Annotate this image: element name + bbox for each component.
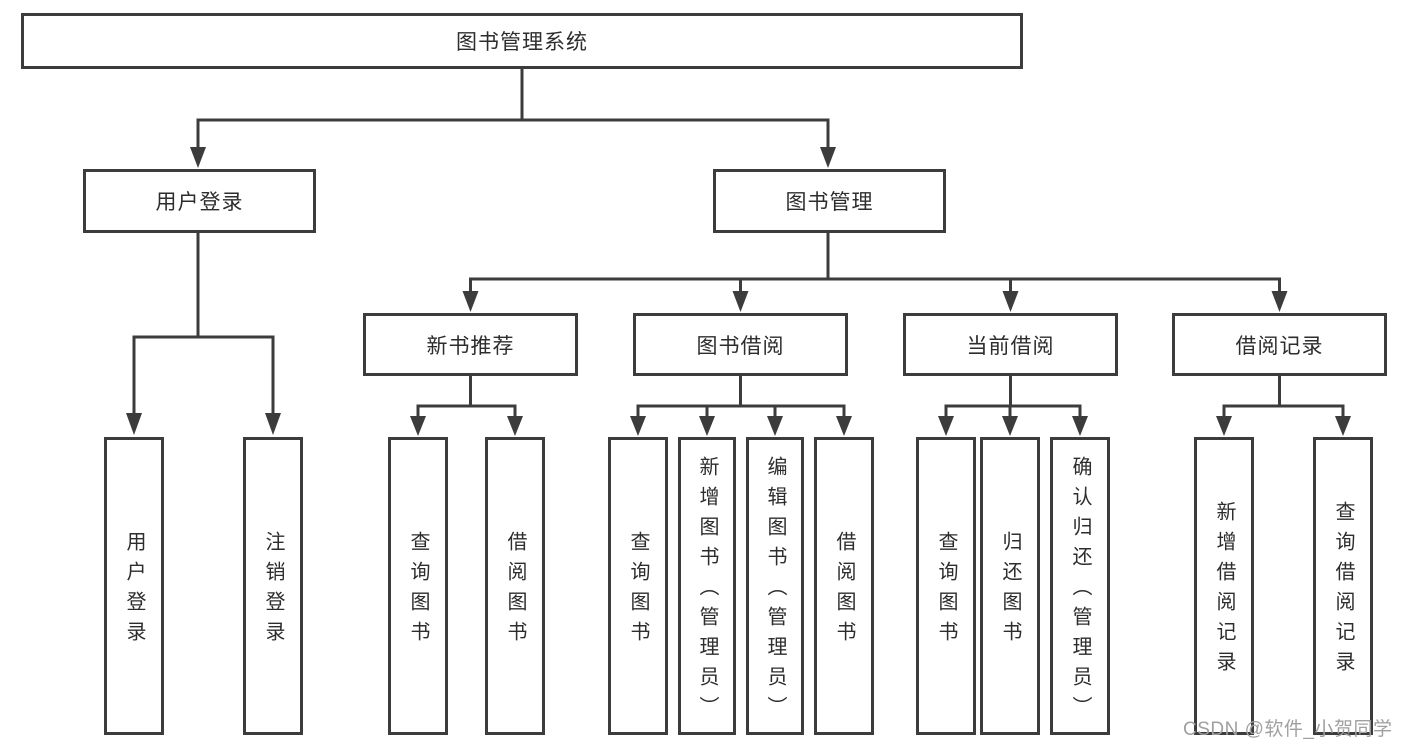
leaf-borrow-books-1-label: 借阅图书: [504, 531, 526, 651]
leaf-borrow-books-2-label: 借阅图书: [833, 531, 855, 651]
leaf-borrow-books-1: 借阅图书: [485, 437, 545, 735]
node-book-borrow: 图书借阅: [633, 313, 848, 376]
connector-borrow-records-to-leaves: [1216, 376, 1351, 436]
leaf-add-borrow-record: 新增借阅记录: [1194, 437, 1254, 735]
node-book-mgmt: 图书管理: [713, 169, 946, 233]
leaf-query-books-1: 查询图书: [388, 437, 448, 735]
leaf-add-books-admin-label: 新增图书（管理员）: [696, 456, 718, 726]
leaf-return-books: 归还图书: [980, 437, 1040, 735]
leaf-logout: 注销登录: [243, 437, 303, 735]
leaf-return-books-label: 归还图书: [999, 531, 1021, 651]
leaf-edit-books-admin: 编辑图书（管理员）: [746, 437, 804, 735]
node-user-login: 用户登录: [83, 169, 316, 233]
connector-user-login-to-leaves: [126, 233, 281, 435]
leaf-add-borrow-record-label: 新增借阅记录: [1213, 501, 1235, 681]
leaf-query-books-2: 查询图书: [608, 437, 668, 735]
node-root: 图书管理系统: [21, 13, 1023, 69]
node-new-books: 新书推荐: [363, 313, 578, 376]
connector-book-borrow-to-leaves: [630, 376, 852, 436]
leaf-logout-label: 注销登录: [262, 531, 284, 651]
connector-current-borrow-to-leaves: [938, 376, 1088, 436]
leaf-edit-books-admin-label: 编辑图书（管理员）: [764, 456, 786, 726]
leaf-query-books-2-label: 查询图书: [627, 531, 649, 651]
leaf-query-borrow-record-label: 查询借阅记录: [1332, 501, 1354, 681]
leaf-query-books-3: 查询图书: [916, 437, 976, 735]
connector-book-mgmt-to-level3: [462, 233, 1288, 312]
leaf-query-books-1-label: 查询图书: [407, 531, 429, 651]
node-current-borrow: 当前借阅: [903, 313, 1118, 376]
csdn-watermark: CSDN @软件_小贺同学: [1183, 719, 1393, 740]
node-borrow-records: 借阅记录: [1172, 313, 1387, 376]
leaf-add-books-admin: 新增图书（管理员）: [678, 437, 736, 735]
leaf-query-borrow-record: 查询借阅记录: [1313, 437, 1373, 735]
connector-root-to-level2: [190, 69, 836, 168]
leaf-confirm-return-admin-label: 确认归还（管理员）: [1069, 456, 1091, 726]
leaf-user-login: 用户登录: [104, 437, 164, 735]
connector-new-books-to-leaves: [410, 376, 523, 436]
leaf-user-login-label: 用户登录: [123, 531, 145, 651]
leaf-query-books-3-label: 查询图书: [935, 531, 957, 651]
leaf-confirm-return-admin: 确认归还（管理员）: [1050, 437, 1110, 735]
leaf-borrow-books-2: 借阅图书: [814, 437, 874, 735]
